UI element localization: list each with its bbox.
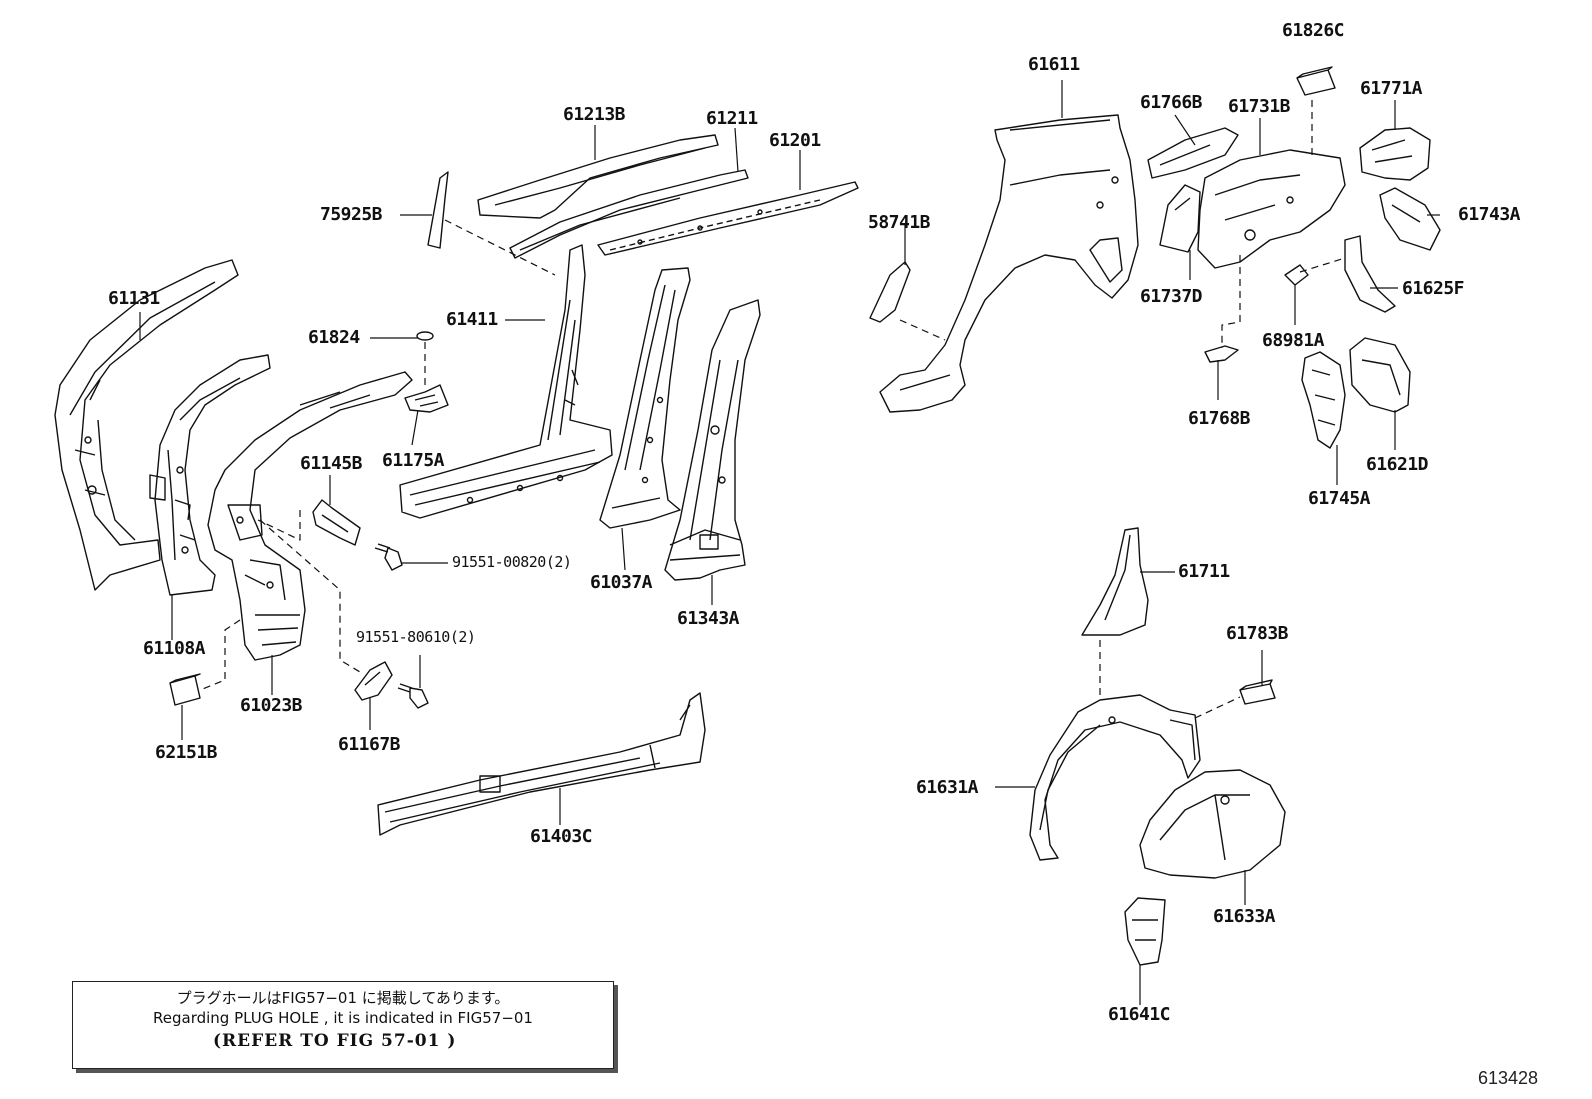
label-61145B: 61145B <box>300 453 363 474</box>
label-61824: 61824 <box>308 327 360 348</box>
label-91551-80610: 91551-80610(2) <box>356 628 476 646</box>
label-61131: 61131 <box>108 288 160 309</box>
part-61745A <box>1301 351 1346 449</box>
note-english: Regarding PLUG HOLE , it is indicated in… <box>153 1009 533 1027</box>
label-61766B: 61766B <box>1140 92 1203 113</box>
part-61641C <box>1124 897 1166 966</box>
part-61213B <box>477 134 719 219</box>
label-61641C: 61641C <box>1108 1004 1171 1025</box>
part-61711 <box>1081 527 1149 636</box>
label-61731B: 61731B <box>1228 96 1291 117</box>
part-61768B <box>1204 345 1239 363</box>
label-61167B: 61167B <box>338 734 401 755</box>
label-61625F: 61625F <box>1402 278 1465 299</box>
bolt-91551-00820 <box>374 543 403 571</box>
label-61201: 61201 <box>769 130 821 151</box>
part-61411 <box>399 244 613 519</box>
part-61023B <box>207 371 413 661</box>
label-61611: 61611 <box>1028 54 1080 75</box>
label-61403C: 61403C <box>530 826 593 847</box>
part-61175A <box>404 384 449 413</box>
part-61631A <box>1029 694 1201 861</box>
label-61737D: 61737D <box>1140 286 1203 307</box>
label-61711: 61711 <box>1178 561 1230 582</box>
note-refer-to-fig: (REFER TO FIG 57-01 ) <box>213 1031 457 1051</box>
label-61745A: 61745A <box>1308 488 1371 509</box>
label-61743A: 61743A <box>1458 204 1521 225</box>
part-61625F <box>1344 235 1396 313</box>
label-62151B: 62151B <box>155 742 218 763</box>
label-61768B: 61768B <box>1188 408 1251 429</box>
part-61633A <box>1139 769 1286 879</box>
part-61145B <box>312 499 361 546</box>
label-75925B: 75925B <box>320 204 383 225</box>
part-61783B <box>1239 679 1276 705</box>
part-61731B <box>1197 149 1346 269</box>
label-61213B: 61213B <box>563 104 626 125</box>
label-61108A: 61108A <box>143 638 206 659</box>
label-58741B: 58741B <box>868 212 931 233</box>
part-61824 <box>416 331 434 341</box>
note-japanese: プラグホールはFIG57−01 に掲載してあります。 <box>176 989 510 1007</box>
part-61737D <box>1159 184 1201 253</box>
label-61037A: 61037A <box>590 572 653 593</box>
part-61766B <box>1147 127 1239 179</box>
bolt-91551-80610 <box>397 683 429 709</box>
label-61631A: 61631A <box>916 777 979 798</box>
part-58741B <box>869 261 911 323</box>
label-61023B: 61023B <box>240 695 303 716</box>
part-61743A <box>1379 187 1441 251</box>
leader-lines <box>139 80 1440 1005</box>
label-61343A: 61343A <box>677 608 740 629</box>
part-61621D <box>1349 337 1411 413</box>
part-61201 <box>597 181 859 256</box>
part-61037A <box>599 267 691 529</box>
figure-id: 613428 <box>1478 1068 1539 1088</box>
part-62151B <box>169 673 201 706</box>
part-61826C <box>1296 66 1336 96</box>
part-61343A <box>664 299 761 581</box>
label-68981A: 68981A <box>1262 330 1325 351</box>
label-61411: 61411 <box>446 309 498 330</box>
label-61633A: 61633A <box>1213 906 1276 927</box>
label-61783B: 61783B <box>1226 623 1289 644</box>
part-61403C <box>377 692 706 836</box>
part-61211 <box>509 169 749 259</box>
part-61167B <box>354 661 393 701</box>
part-68981A <box>1284 264 1309 286</box>
label-91551-00820: 91551-00820(2) <box>452 553 572 571</box>
label-61175A: 61175A <box>382 450 445 471</box>
dashed-connectors <box>199 100 1346 719</box>
part-61131 <box>54 259 239 591</box>
label-61621D: 61621D <box>1366 454 1429 475</box>
part-61108A <box>149 354 271 596</box>
label-61211: 61211 <box>706 108 758 129</box>
part-61771A <box>1359 127 1431 181</box>
part-61611 <box>879 114 1139 413</box>
label-61771A: 61771A <box>1360 78 1423 99</box>
reference-note-box: プラグホールはFIG57−01 に掲載してあります。 Regarding PLU… <box>72 981 614 1069</box>
part-75925B <box>427 171 449 249</box>
label-61826C: 61826C <box>1282 20 1345 41</box>
